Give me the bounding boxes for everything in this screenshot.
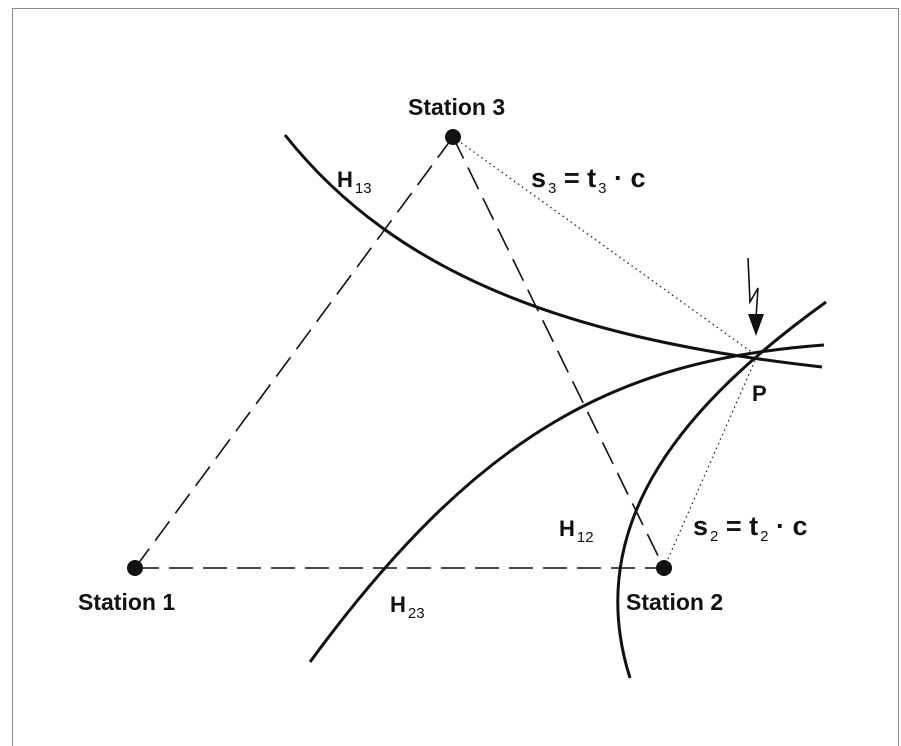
- station-1-dot: [127, 560, 143, 576]
- lightning-arrow-icon: [747, 257, 764, 336]
- station-2-dot: [656, 560, 672, 576]
- station-1-label: Station 1: [78, 589, 175, 615]
- hyperbola-h12: [616, 300, 827, 679]
- range-line-3: [452, 136, 758, 357]
- baseline-3-2: [452, 136, 665, 569]
- hyperbola-h13: [283, 134, 823, 369]
- range-line-2: [663, 355, 758, 569]
- station-2-label: Station 2: [626, 589, 723, 615]
- diagram-frame: [12, 8, 899, 746]
- station-3-label: Station 3: [408, 94, 505, 120]
- station-3-dot: [445, 129, 461, 145]
- baseline-1-3: [134, 136, 454, 569]
- point-p-label: P: [752, 381, 767, 406]
- hyperbola-h23: [308, 343, 825, 663]
